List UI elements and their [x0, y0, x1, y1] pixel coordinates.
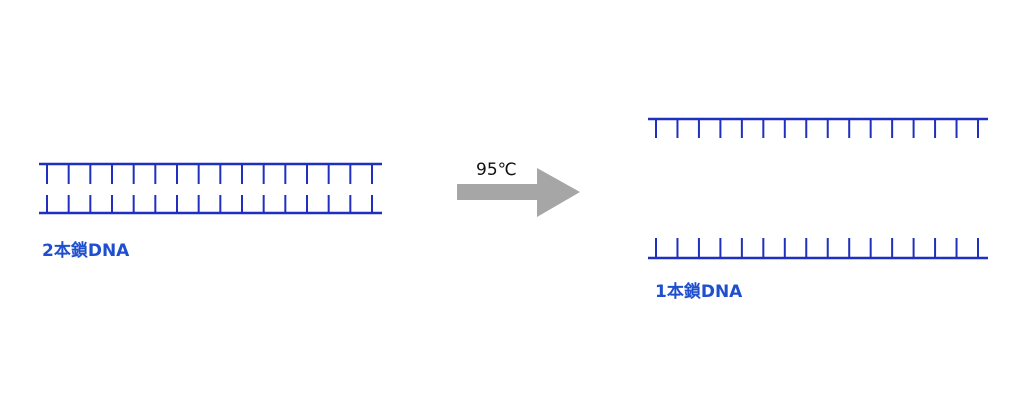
double-strand-dna — [39, 162, 382, 215]
single-strand-dna-bottom — [648, 238, 988, 260]
single-strand-dna-label: 1本鎖DNA — [655, 282, 743, 302]
right-arrow-icon — [457, 168, 580, 217]
double-strand-dna-label: 2本鎖DNA — [42, 241, 130, 261]
temperature-label: 95℃ — [476, 160, 517, 180]
single-strand-dna-top — [648, 117, 988, 138]
